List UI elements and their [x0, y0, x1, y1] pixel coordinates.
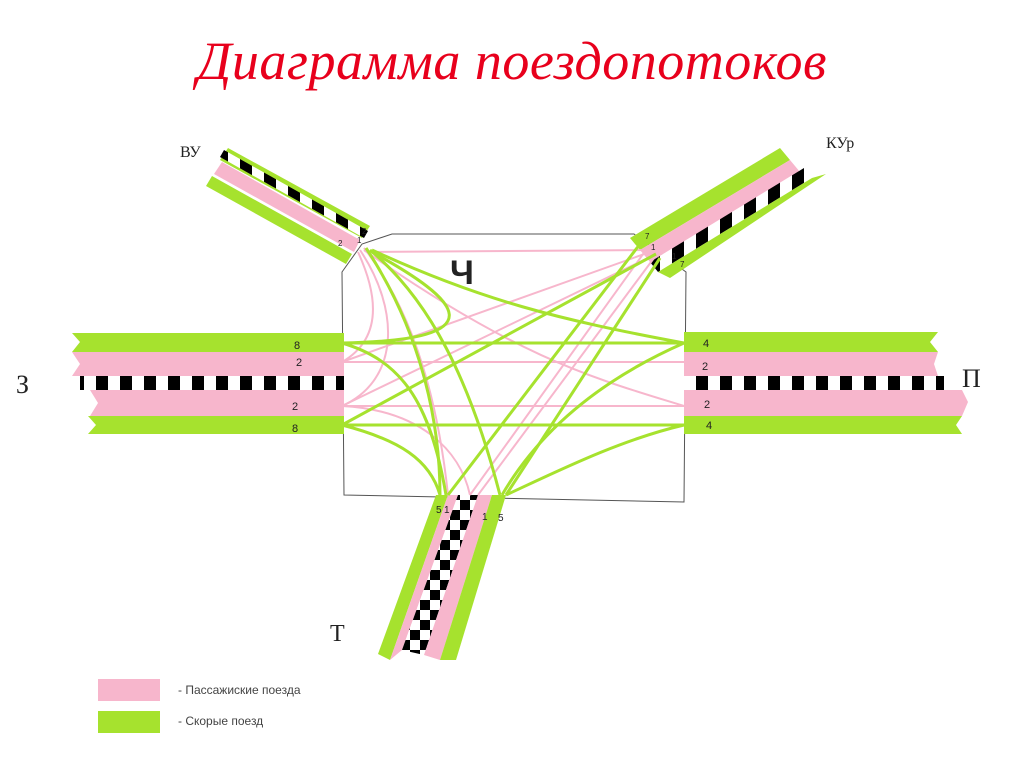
east-approach: [684, 332, 968, 434]
page-title: Диаграмма поездопотоков: [197, 31, 827, 91]
t-approach: [378, 495, 506, 660]
track-number: 1: [672, 252, 677, 261]
direction-label-z: З: [16, 370, 29, 399]
track-number: 2: [338, 239, 343, 248]
track-number: 2: [292, 401, 298, 413]
west-approach: [72, 333, 344, 434]
track-number: 4: [706, 420, 712, 432]
track-number: 1: [444, 505, 450, 516]
track-number: 2: [704, 399, 710, 411]
track-number: 5: [498, 513, 504, 524]
direction-label-t: Т: [330, 621, 345, 647]
direction-label-vu: ВУ: [180, 144, 201, 161]
track-number: 5: [436, 505, 442, 516]
track-number: 1: [651, 243, 656, 252]
kur-approach: [630, 148, 826, 278]
vu-approach: [206, 148, 370, 264]
track-number: 8: [294, 340, 300, 352]
express-routes: [341, 243, 685, 497]
track-number: 2: [296, 357, 302, 369]
legend-swatch-express: [98, 711, 160, 733]
legend-label-passenger: - Пассажиские поезда: [178, 683, 301, 697]
track-number: 1: [482, 512, 488, 523]
legend-swatch-passenger: [98, 679, 160, 701]
station-label: Ч: [450, 254, 474, 292]
legend-label-express: - Скорые поезд: [178, 714, 264, 728]
direction-label-p: П: [962, 364, 981, 393]
track-number: 2: [702, 361, 708, 373]
direction-label-kur: КУр: [826, 135, 854, 152]
track-number: 7: [680, 260, 685, 269]
track-number: 4: [703, 338, 709, 350]
track-number: 1: [357, 236, 362, 245]
track-number: 8: [292, 423, 298, 435]
track-number: 7: [645, 232, 650, 241]
track-number: 2: [362, 227, 367, 236]
